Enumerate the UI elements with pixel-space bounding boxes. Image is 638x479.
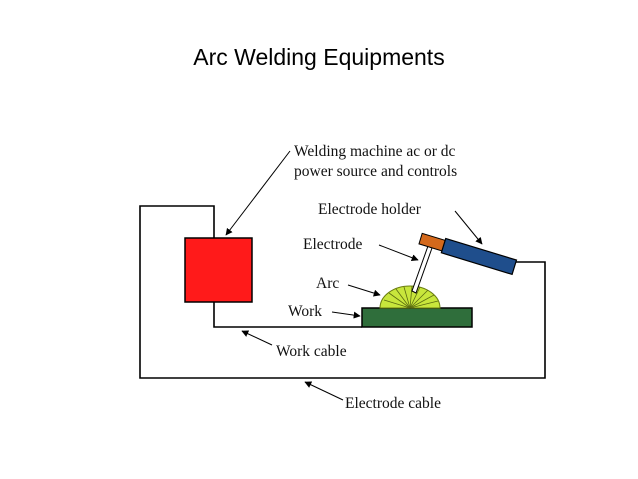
electrode-holder bbox=[418, 232, 518, 276]
arc-pointer bbox=[347, 284, 381, 297]
label-work-cable: Work cable bbox=[276, 343, 347, 360]
label-electrode: Electrode bbox=[303, 236, 363, 253]
label-electrode-holder: Electrode holder bbox=[318, 201, 422, 218]
welding-machine bbox=[184, 237, 253, 303]
label-machine-line2: power source and controls bbox=[294, 163, 457, 180]
electrode-rod bbox=[411, 245, 433, 294]
electrode-cable-pointer bbox=[304, 381, 344, 401]
holder-pointer bbox=[454, 210, 483, 245]
label-arc: Arc bbox=[316, 275, 339, 292]
machine-pointer bbox=[225, 150, 291, 236]
electrode-cable-wire bbox=[139, 205, 546, 379]
work-cable-pointer bbox=[241, 330, 273, 346]
arc-glow bbox=[379, 285, 441, 309]
slide-title: Arc Welding Equipments bbox=[193, 44, 445, 70]
label-work: Work bbox=[288, 303, 322, 320]
work-piece bbox=[361, 307, 473, 328]
work-cable-wire bbox=[213, 302, 362, 328]
label-machine-line1: Welding machine ac or dc bbox=[294, 143, 456, 160]
label-electrode-cable: Electrode cable bbox=[345, 395, 441, 412]
electrode-pointer bbox=[378, 244, 419, 262]
work-pointer bbox=[331, 311, 361, 319]
